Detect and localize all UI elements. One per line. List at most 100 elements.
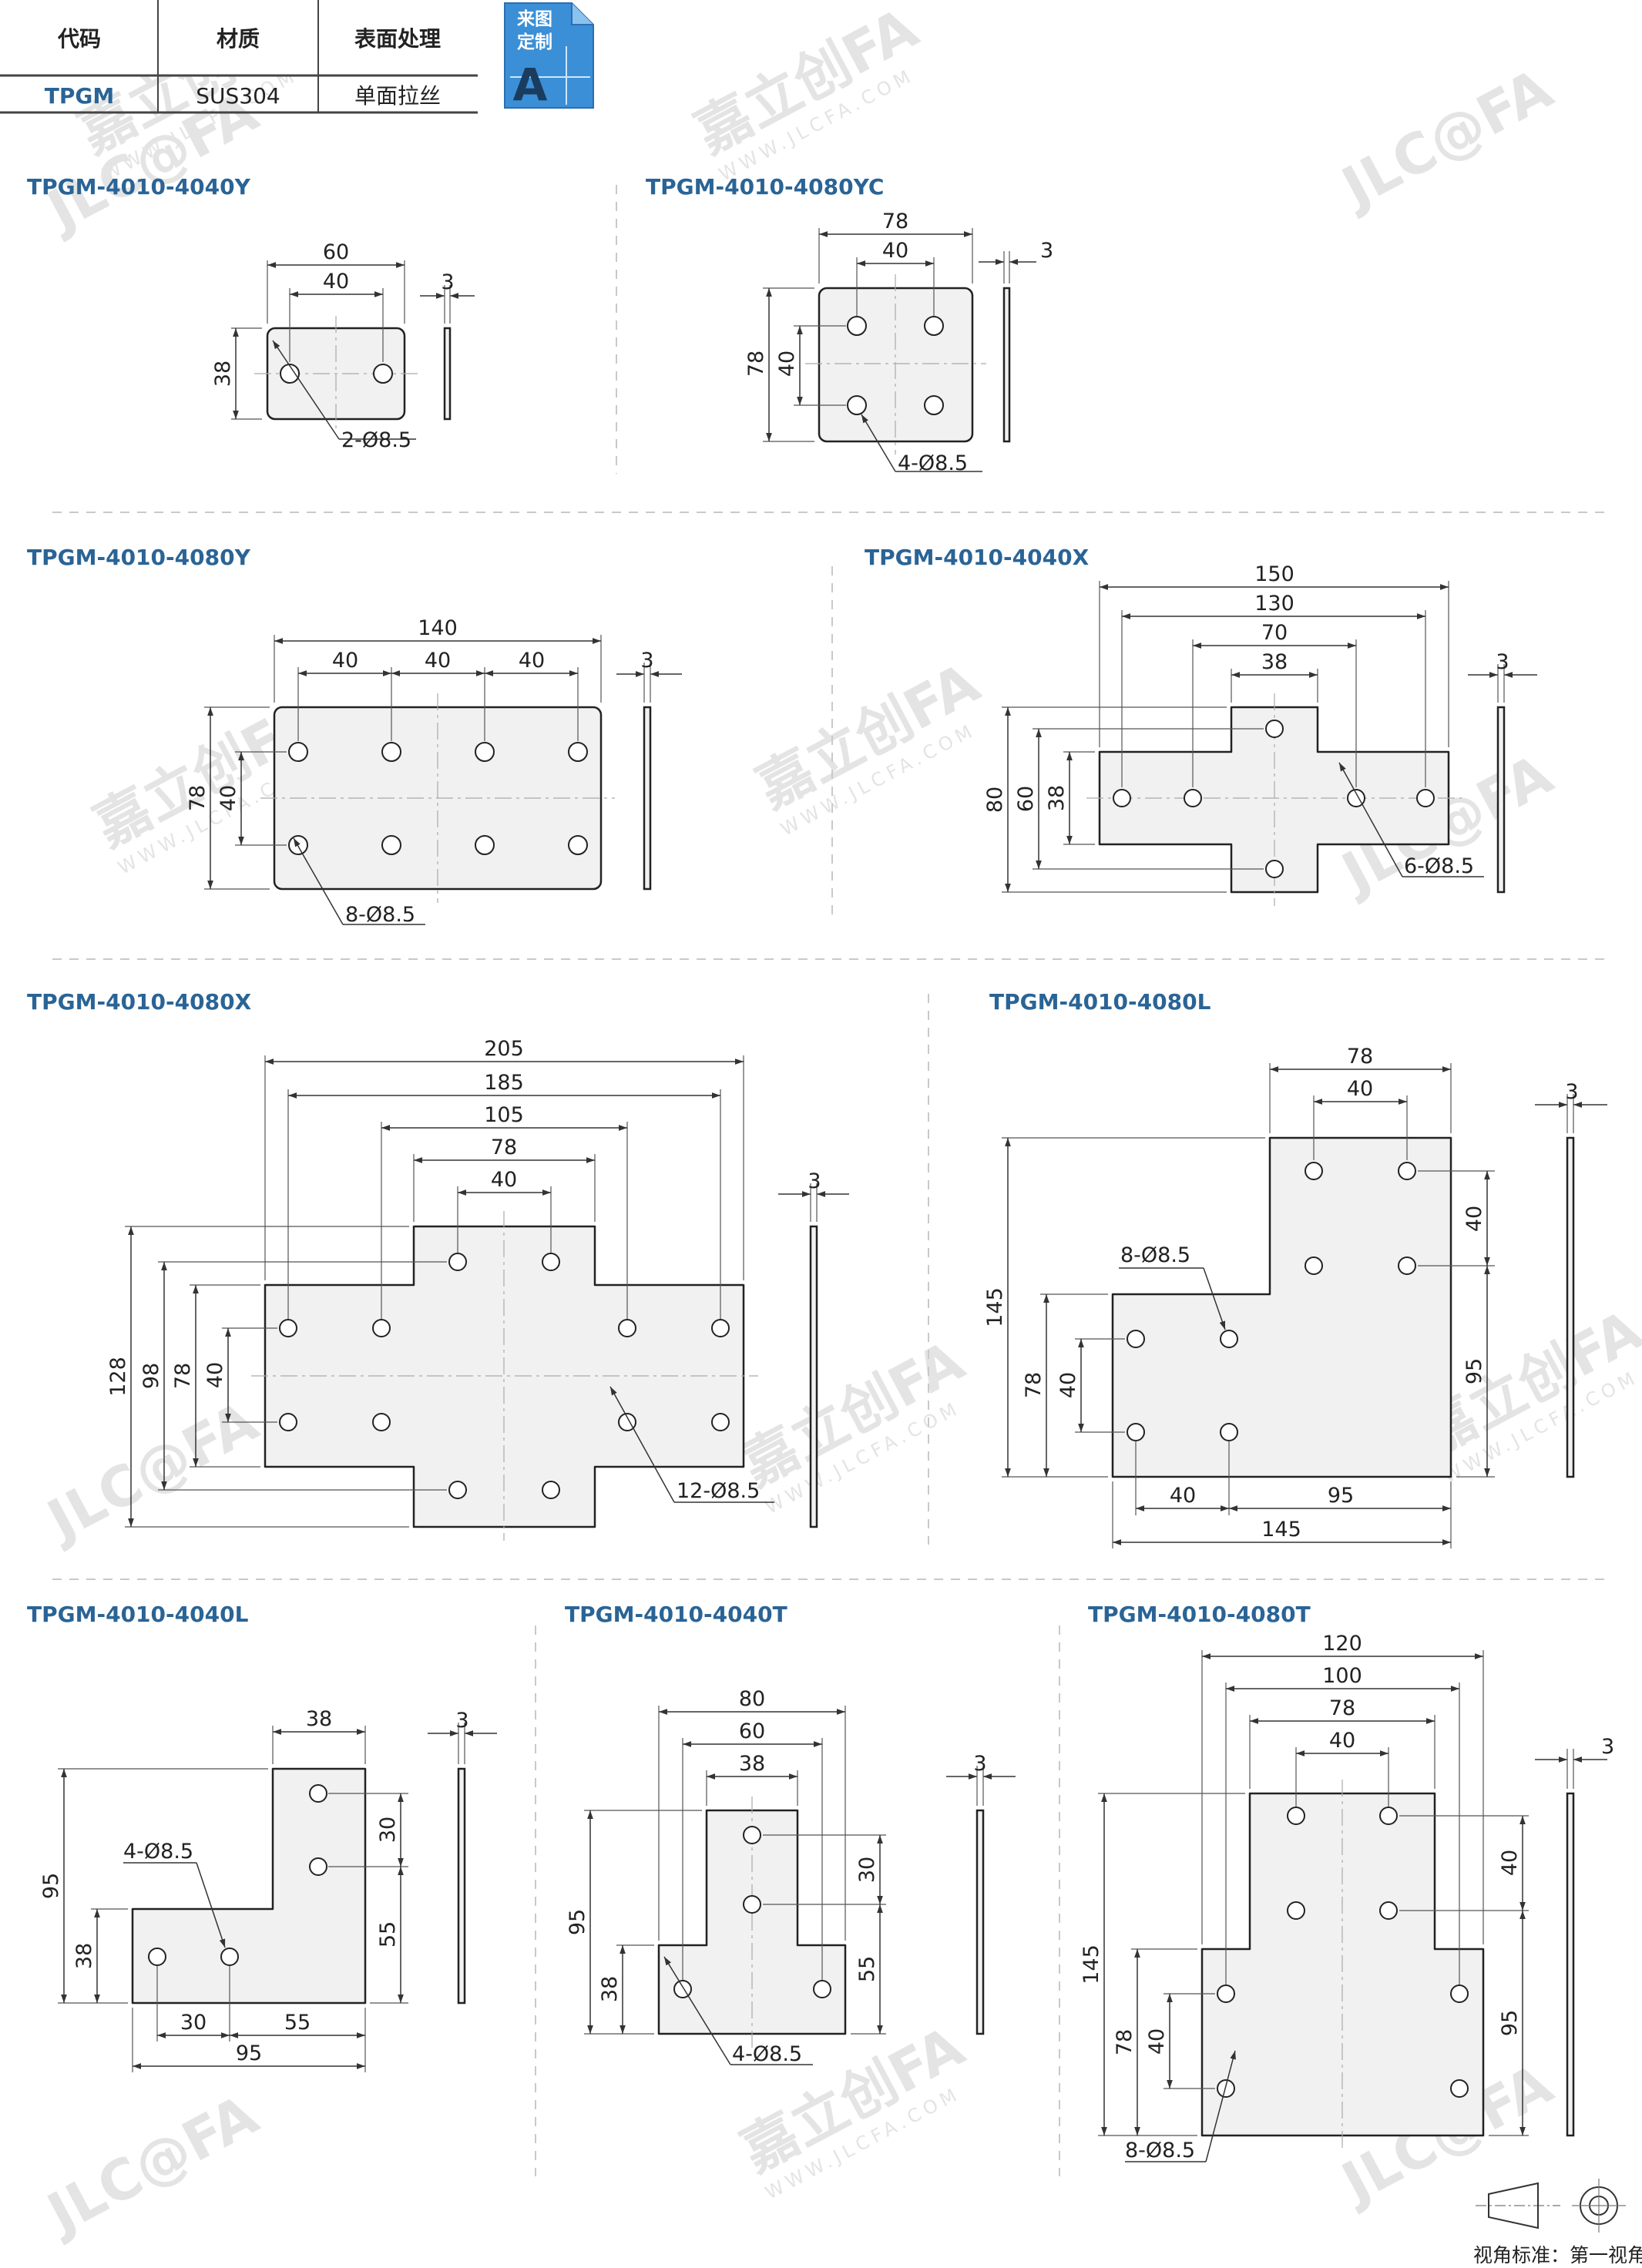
- dim-hole-span-vertical: 98: [139, 1363, 163, 1389]
- mounting-hole: [220, 1948, 239, 1966]
- table-header-material: 材质: [217, 26, 260, 52]
- dim-bottom-overall: 95: [236, 2042, 262, 2065]
- part-title: TPGM-4010-4040Y: [27, 174, 251, 200]
- mounting-hole: [1398, 1256, 1416, 1275]
- plate-side-view: [809, 1225, 818, 1528]
- dim-arm-height: 78: [171, 1363, 195, 1389]
- hole-callout: 4-Ø8.5: [123, 1840, 193, 1864]
- dim-bottom-right: 55: [284, 2011, 311, 2035]
- dim-bottom-overall: 145: [1261, 1518, 1301, 1542]
- badge-text-1: 来图: [517, 9, 552, 29]
- mounting-hole: [743, 1826, 761, 1844]
- mounting-hole: [542, 1253, 560, 1271]
- view-standard-label: 视角标准：第一视角: [1473, 2244, 1642, 2266]
- part-title: TPGM-4010-4040X: [865, 545, 1090, 570]
- plate-side-view: [975, 1809, 985, 2035]
- plate-front-view: [1111, 1136, 1452, 1478]
- dim-right-lower: 55: [855, 1956, 879, 1982]
- dim-overall-width: 120: [1322, 1632, 1362, 1656]
- mounting-hole: [1347, 789, 1365, 807]
- dim-right-lower: 55: [376, 1921, 400, 1948]
- dim-thickness: 3: [1496, 650, 1509, 674]
- projection-symbol: [1476, 2179, 1626, 2233]
- mounting-hole: [1287, 1901, 1305, 1920]
- mounting-hole: [475, 742, 495, 762]
- dim-overall-width: 78: [882, 210, 908, 233]
- mounting-hole: [1220, 1330, 1238, 1348]
- dim-inner-hole-span: 70: [1261, 621, 1288, 645]
- plate-side-view: [1002, 287, 1011, 443]
- mounting-hole: [847, 395, 867, 415]
- dim-bottom-left: 30: [180, 2011, 207, 2035]
- part-tpgm-4010-4040x: TPGM-4010-4040X 150 130 70 38 80 60 38 6…: [865, 545, 1537, 906]
- dim-hole-span: 130: [1254, 592, 1294, 616]
- dim-overall-height: 145: [983, 1287, 1007, 1327]
- dim-overall-height: 78: [744, 351, 768, 377]
- dim-hole-span: 60: [739, 1719, 765, 1743]
- part-tpgm-4010-4080yc: TPGM-4010-4080YC 78 40 78 40 4-Ø8.5 3: [646, 174, 1053, 475]
- part-tpgm-4010-4080x: TPGM-4010-4080X 205 185 105 78 40 128 98…: [27, 989, 849, 1541]
- dim-foot-hole-spacing: 40: [1145, 2028, 1169, 2055]
- dim-arm-hole-spacing: 40: [203, 1362, 227, 1388]
- dim-overall-width: 205: [484, 1037, 524, 1061]
- mounting-hole: [1217, 1984, 1235, 2003]
- hole-callout: 4-Ø8.5: [898, 451, 968, 475]
- part-tpgm-4010-4080l: TPGM-4010-4080L 78 40 145 78 40 40 95 40…: [983, 989, 1607, 1548]
- spec-table: 代码 材质 表面处理 TPGM SUS304 单面拉丝: [0, 0, 478, 114]
- part-title: TPGM-4010-4080Y: [27, 545, 251, 570]
- hole-callout: 8-Ø8.5: [345, 903, 415, 927]
- part-tpgm-4010-4040y: TPGM-4010-4040Y 60 40 38 2-Ø8.5 3: [27, 174, 475, 452]
- mounting-hole: [1379, 1901, 1398, 1920]
- mounting-hole: [673, 1980, 692, 1998]
- mounting-hole: [448, 1481, 467, 1499]
- dim-foot-height: 38: [72, 1943, 96, 1969]
- dim-right-upper: 40: [1498, 1850, 1522, 1876]
- table-cell-surface: 单面拉丝: [354, 83, 441, 109]
- table-header-code: 代码: [57, 26, 101, 52]
- hole-callout: 2-Ø8.5: [341, 428, 411, 452]
- mounting-hole: [924, 395, 944, 415]
- mounting-hole: [1305, 1162, 1323, 1180]
- dim-bottom-left: 40: [1170, 1484, 1196, 1508]
- dim-overall-width: 80: [739, 1687, 765, 1711]
- mounting-hole: [813, 1980, 831, 1998]
- dim-thickness: 3: [640, 649, 653, 673]
- dim-thickness: 3: [441, 270, 454, 294]
- part-title: TPGM-4010-4040L: [27, 1602, 249, 1627]
- part-title: TPGM-4010-4080X: [27, 989, 252, 1015]
- mounting-hole: [743, 1895, 761, 1914]
- mounting-hole: [1220, 1423, 1238, 1441]
- mounting-hole: [1265, 720, 1284, 738]
- custom-drawing-badge: 来图 定制 A: [504, 2, 594, 111]
- dim-overall-width: 60: [323, 240, 349, 264]
- dim-top-hole-spacing: 40: [491, 1168, 517, 1192]
- table-cell-code: TPGM: [45, 83, 114, 109]
- dim-arm-height: 38: [1045, 785, 1069, 811]
- dim-hole-spacing-vertical: 40: [217, 785, 240, 811]
- watermark-logo: JLC@FA: [34, 1389, 268, 1555]
- plate-front-view: [131, 1767, 367, 2005]
- plate-front-view: [1098, 706, 1450, 894]
- dim-thickness: 3: [1565, 1080, 1578, 1104]
- mounting-hole: [279, 1413, 297, 1431]
- table-cell-material: SUS304: [196, 83, 280, 109]
- dim-overall-width: 150: [1254, 562, 1294, 586]
- hole-callout: 4-Ø8.5: [732, 2042, 802, 2066]
- plate-side-view: [1496, 706, 1506, 894]
- badge-text-2: 定制: [517, 32, 552, 52]
- dim-right-lower: 95: [1462, 1358, 1486, 1384]
- dim-overall-width: 140: [418, 616, 458, 640]
- mounting-hole: [381, 835, 401, 855]
- dim-hole-pitch: 40: [332, 649, 358, 673]
- mounting-hole: [373, 364, 393, 384]
- mounting-hole: [1287, 1807, 1305, 1825]
- part-title: TPGM-4010-4080YC: [646, 174, 884, 200]
- dim-overall-height: 38: [211, 361, 235, 387]
- mounting-hole: [279, 1319, 297, 1337]
- plate-front-view: [264, 1225, 745, 1528]
- dim-overall-height: 78: [186, 785, 210, 811]
- dim-hole-pitch: 40: [519, 649, 545, 673]
- dim-right-upper: 30: [376, 1817, 400, 1843]
- dim-thickness: 3: [808, 1169, 821, 1193]
- dim-hole-spacing: 40: [323, 270, 349, 294]
